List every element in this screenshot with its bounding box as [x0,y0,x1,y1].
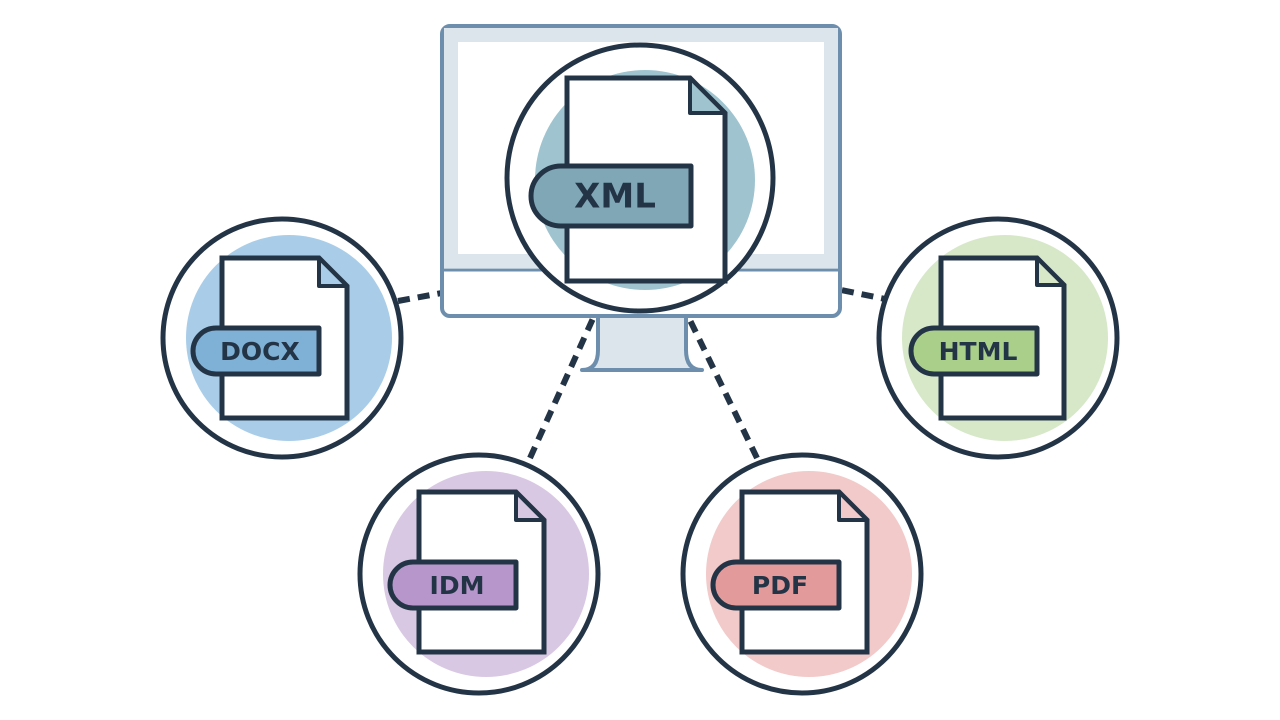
document-fold [1035,256,1066,287]
format-label: PDF [752,571,808,600]
format-label: HTML [939,337,1018,366]
monitor-stand [580,308,704,372]
document-fold [688,76,727,115]
format-label: XML [574,177,656,217]
file-node-xml: XML [504,42,776,314]
connector-idm [527,312,598,460]
document-fold [514,490,546,522]
format-tag [190,325,322,377]
connector-pdf [683,310,760,460]
format-label: DOCX [220,337,300,366]
file-node-html: HTML [876,216,1120,460]
format-tag [908,325,1040,377]
document-fold [317,256,349,288]
file-node-pdf: PDF [680,452,924,696]
file-node-docx: DOCX [160,216,404,460]
document-fold [837,490,869,522]
format-tag [710,559,842,611]
format-tag [528,163,694,229]
format-label: IDM [430,571,485,600]
file-node-idm: IDM [357,452,601,696]
format-tag [387,559,519,611]
file-nodes: XML DOCX IDM PDF HTML [160,42,1120,696]
